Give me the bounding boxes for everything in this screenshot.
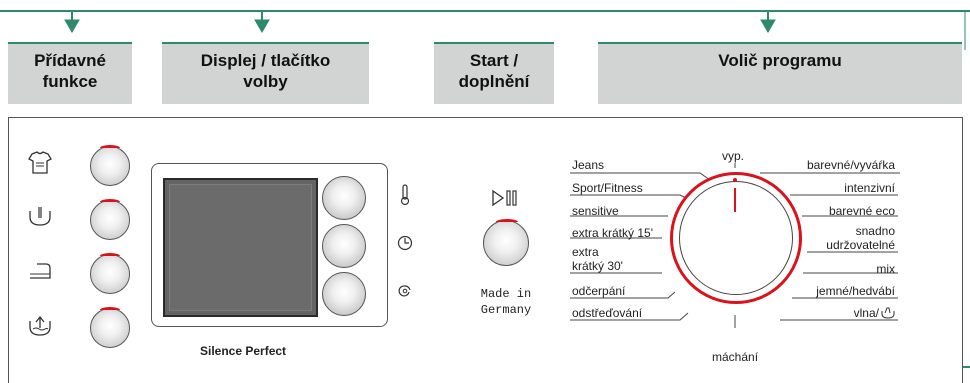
program-easy-care-line1[interactable]: snadno: [855, 224, 895, 238]
display-screen: [163, 178, 318, 317]
made-in-line2: Germany: [480, 303, 532, 317]
iron-icon: [30, 263, 51, 279]
callout-program-selector: Volič programu: [598, 42, 962, 104]
callout-display-line2: volby: [243, 72, 288, 91]
program-sport[interactable]: Sport/Fitness: [572, 181, 643, 195]
program-extra-short-30-line1[interactable]: extra: [572, 245, 599, 259]
clock-icon: [397, 235, 413, 251]
program-selector-knob[interactable]: [679, 181, 793, 295]
program-jeans[interactable]: Jeans: [572, 158, 605, 172]
program-wool[interactable]: vlna/: [853, 306, 879, 320]
callout-display-line1: Displej / tlačítko: [200, 51, 331, 70]
extra-function-button-4[interactable]: [90, 307, 130, 348]
made-in-label: Made in Germany: [470, 286, 542, 318]
extra-function-button-2[interactable]: [90, 199, 130, 240]
selector-indicator-line: [734, 188, 736, 212]
display-button-time[interactable]: [322, 224, 366, 268]
program-intensive[interactable]: intenzivní: [844, 181, 895, 195]
thermometer-icon: [400, 184, 410, 206]
display-button-spin[interactable]: [322, 272, 366, 316]
arrow-extra-head: [64, 19, 80, 33]
rinse-tub-icon: [29, 315, 51, 336]
callout-start-line1: Start /: [469, 51, 519, 70]
program-selector-ring: [670, 172, 802, 304]
callout-display: Displej / tlačítko volby: [162, 42, 369, 104]
program-spin[interactable]: odstřeďování: [572, 306, 643, 320]
shirt-icon: [28, 151, 52, 174]
top-connector-line: [0, 10, 970, 12]
callout-extra-line2: funkce: [42, 72, 98, 91]
arrow-display-head: [254, 19, 270, 33]
program-extra-short-30-line2[interactable]: krátký 30': [572, 259, 623, 273]
program-sensitive[interactable]: sensitive: [572, 204, 619, 218]
callout-selector-label: Volič programu: [718, 51, 842, 70]
spin-icon: [398, 285, 411, 297]
program-off[interactable]: vyp.: [722, 149, 745, 163]
callout-start-line2: doplnění: [458, 72, 530, 91]
callout-extra-line1: Přídavné: [34, 51, 106, 70]
start-pause-icon: [492, 189, 517, 207]
water-drop-icon: [29, 207, 51, 226]
arrow-selector-head: [760, 19, 776, 33]
program-colors-boil[interactable]: barevné/vyváŕka: [806, 158, 895, 172]
program-easy-care-line2[interactable]: udržovatelné: [826, 238, 895, 252]
selector-indicator-dot: [733, 178, 737, 182]
program-extra-short-15[interactable]: extra krátký 15': [572, 226, 653, 240]
callout-extra-functions: Přídavné funkce: [8, 42, 132, 104]
hand-wash-icon: [881, 307, 895, 319]
program-colors-eco[interactable]: barevné eco: [828, 204, 895, 218]
program-delicates-silk[interactable]: jemné/hedvábí: [816, 284, 895, 298]
display-button-temperature[interactable]: [322, 176, 366, 220]
program-drain[interactable]: odčerpání: [572, 284, 626, 298]
brand-label: Silence Perfect: [200, 344, 287, 358]
extra-function-button-1[interactable]: [90, 145, 130, 186]
program-mix[interactable]: mix: [876, 262, 895, 276]
made-in-line1: Made in: [480, 287, 532, 301]
program-rinse[interactable]: máchání: [712, 350, 759, 364]
start-pause-button[interactable]: [483, 219, 529, 266]
extra-function-button-3[interactable]: [90, 253, 130, 294]
callout-start: Start / doplnění: [434, 42, 554, 104]
